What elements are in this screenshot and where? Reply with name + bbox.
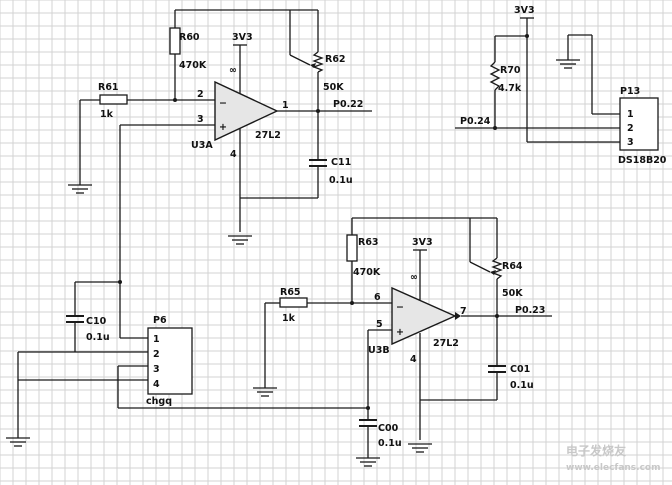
inf-label: ∞: [229, 65, 237, 76]
c11-value: 0.1u: [329, 175, 353, 186]
p13-pin: 2: [627, 123, 634, 134]
p13-pin: 3: [627, 137, 634, 148]
c11-ref: C11: [331, 157, 351, 168]
r63-value: 470K: [353, 267, 381, 278]
c10-ref: C10: [86, 316, 107, 327]
junction: [525, 34, 529, 38]
r63-ref: R63: [358, 237, 379, 248]
r62-value: 50K: [323, 82, 344, 93]
r61-resistor: [99, 94, 128, 105]
p6-name: chgq: [146, 396, 172, 407]
supply-label: 3V3: [232, 32, 253, 43]
ground-symbol: [408, 443, 432, 453]
pin-label: 1: [282, 100, 289, 111]
net-p024: P0.24: [460, 116, 491, 127]
p13-name: DS18B20: [618, 155, 667, 166]
junction: [173, 98, 177, 102]
pin-label: 2: [197, 89, 204, 100]
c10-value: 0.1u: [86, 332, 110, 343]
wire: [289, 54, 311, 66]
p6-pin: 1: [153, 334, 160, 345]
r70-resistor: [489, 61, 501, 91]
u3b-opamp: [391, 286, 457, 346]
p6-pin: 3: [153, 364, 160, 375]
u3b-ref: U3B: [368, 345, 390, 356]
ground-symbol: [228, 235, 252, 245]
junction: [350, 301, 354, 305]
u3a-part: 27L2: [255, 130, 281, 141]
junction: [493, 126, 497, 130]
r61-ref: R61: [98, 82, 119, 93]
pin-label: 7: [460, 306, 467, 317]
r61-value: 1k: [100, 109, 114, 120]
net-p022: P0.22: [333, 99, 363, 110]
r65-resistor: [279, 297, 308, 308]
p13-body: [619, 97, 659, 151]
r70-ref: R70: [500, 65, 521, 76]
minus-sign: −: [219, 98, 227, 109]
pin-label: 6: [374, 292, 381, 303]
r63-resistor: [346, 234, 358, 262]
inf-label: ∞: [410, 272, 418, 283]
minus-sign: −: [396, 302, 404, 313]
wiper-arrow: [310, 63, 316, 68]
r62-ref: R62: [325, 54, 346, 65]
pin-label: 4: [410, 354, 417, 365]
ground-symbol: [556, 59, 580, 69]
plus-sign: +: [396, 327, 404, 338]
r65-ref: R65: [280, 287, 301, 298]
ground-symbol: [6, 437, 30, 447]
ground-symbol: [68, 184, 92, 194]
r62-potentiometer: [312, 51, 324, 73]
output-arrow: [455, 312, 461, 320]
plus-sign: +: [219, 122, 227, 133]
r64-potentiometer: [491, 257, 503, 280]
c00-ref: C00: [378, 423, 399, 434]
u3b-part: 27L2: [433, 338, 459, 349]
wiper-arrow: [490, 270, 496, 275]
c01-value: 0.1u: [510, 380, 534, 391]
p6-ref: P6: [153, 315, 167, 326]
r64-ref: R64: [502, 261, 523, 272]
c10-capacitor: [66, 282, 84, 352]
wire: [469, 261, 491, 273]
junction: [118, 280, 122, 284]
amp-a-circuit: R61 1k R60 470K R62 50K − + 2 3 1 U3A 27…: [68, 9, 372, 245]
watermark: 电子发烧友 www.elecfans.com: [566, 443, 660, 473]
u3a-opamp: [214, 80, 279, 142]
amp-b-circuit: R65 1k R63 470K R64 50K − + 6 5 7 U3B 27…: [253, 217, 552, 453]
p6-pin: 4: [153, 379, 160, 390]
c00-capacitor: [356, 419, 380, 467]
p6-body: [147, 327, 193, 395]
p13-pin: 1: [627, 109, 634, 120]
p6-pin: 2: [153, 349, 160, 360]
ds18b20-circuit: 3V3 R70 4.7k P0.24 P13 1 2 3 DS18B20: [455, 5, 667, 166]
watermark-url: www.elecfans.com: [566, 463, 660, 473]
r65-value: 1k: [282, 313, 296, 324]
pin-label: 3: [197, 114, 204, 125]
net-p023: P0.23: [515, 305, 545, 316]
r70-value: 4.7k: [498, 83, 522, 94]
p13-ref: P13: [620, 86, 640, 97]
sensor-supply: 3V3: [514, 5, 535, 16]
c01-ref: C01: [510, 364, 530, 375]
u3a-ref: U3A: [191, 140, 213, 151]
pin-label: 4: [230, 149, 237, 160]
pin-label: 5: [376, 319, 383, 330]
ground-symbol: [253, 387, 277, 397]
r64-value: 50K: [502, 288, 523, 299]
supply-label: 3V3: [412, 237, 433, 248]
c00-value: 0.1u: [378, 438, 402, 449]
r60-ref: R60: [179, 32, 200, 43]
watermark-text: 电子发烧友: [566, 443, 626, 458]
junction: [366, 406, 370, 410]
p6-connector: P6 1 2 3 4 chgq: [146, 315, 193, 407]
r60-value: 470K: [179, 60, 207, 71]
